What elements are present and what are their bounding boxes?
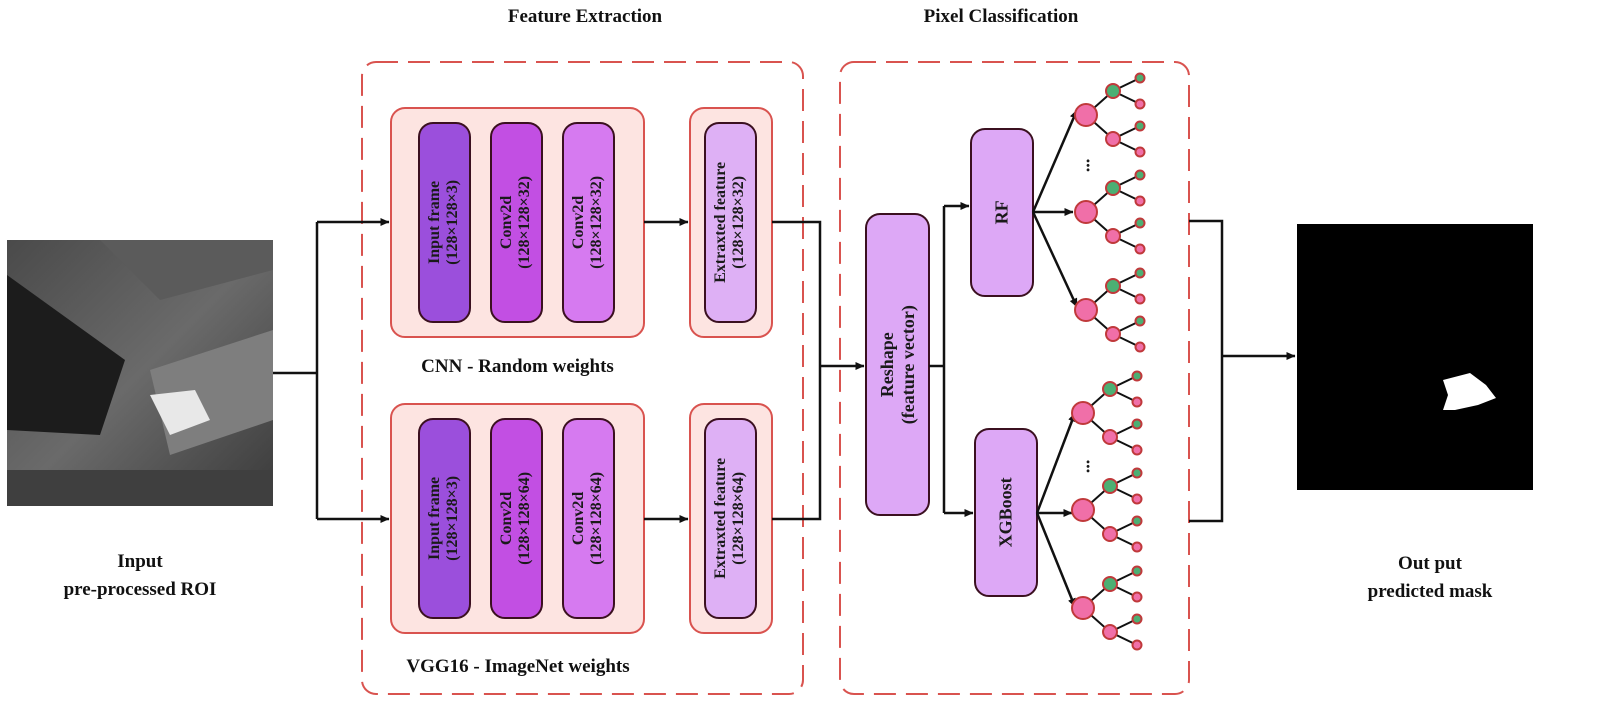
tree-split-node [1102,381,1118,397]
tree-root-node [1071,401,1095,425]
tree-leaf-node [1134,169,1146,181]
vgg-input-frame-label: Input frame(128×128×3) [426,476,462,561]
tree-root-node [1074,103,1098,127]
vgg-feature-box [704,418,757,619]
tree-leaf-node [1134,243,1146,255]
tree-split-node [1105,326,1121,342]
tree-root-node [1074,298,1098,322]
tree-leaf-node [1131,493,1143,505]
cnn-conv2d-2-box [562,122,615,323]
tree-root-node [1071,498,1095,522]
tree-leaf-node [1134,341,1146,353]
cnn-feature-label: Extraxted feature(128×128×32) [712,162,748,283]
reshape-box [865,213,930,516]
input-roi-image [7,240,273,506]
rf-ellipsis: ... [1073,158,1094,172]
tree-split-node [1102,478,1118,494]
xgboost-label: XGBoost [995,477,1016,548]
vgg-conv2d-1-box [490,418,543,619]
cnn-input-frame-label: Input frame(128×128×3) [426,180,462,265]
xgboost-ellipsis: ... [1073,459,1094,473]
reshape-label: Reshape(feature vector) [876,304,918,425]
pixel-classification-title: Pixel Classification [923,6,1079,27]
output-label-line1: Out put [1398,553,1462,574]
input-label-line2: pre-processed ROI [63,579,217,600]
decision-trees [1071,72,1146,651]
vgg-input-frame-box [418,418,471,619]
tree-split-node [1102,624,1118,640]
output-label-line2: predicted mask [1367,581,1493,602]
vgg-conv2d-1-label: Conv2d(128×128×64) [498,472,534,565]
tree-split-node [1105,180,1121,196]
tree-leaf-node [1134,146,1146,158]
feature-extraction-container [361,61,804,695]
output-mask-image [1297,224,1533,490]
tree-leaf-node [1131,565,1143,577]
tree-leaf-node [1131,444,1143,456]
vgg-conv2d-2-label: Conv2d(128×128×64) [570,472,606,565]
tree-leaf-node [1134,195,1146,207]
tree-split-node [1105,131,1121,147]
tree-split-node [1102,576,1118,592]
tree-split-node [1102,429,1118,445]
output-label: Out put predicted mask [1320,550,1540,606]
tree-split-node [1102,526,1118,542]
feature-extraction-title: Feature Extraction [507,6,663,27]
cnn-branch-caption: CNN - Random weights [421,356,614,377]
tree-leaf-node [1131,418,1143,430]
tree-leaf-node [1131,613,1143,625]
cnn-conv2d-2-label: Conv2d(128×128×32) [570,176,606,269]
tree-leaf-node [1131,639,1143,651]
tree-leaf-node [1134,315,1146,327]
input-label: Input pre-processed ROI [20,548,260,604]
tree-leaf-node [1131,370,1143,382]
tree-leaf-node [1131,591,1143,603]
tree-leaf-node [1134,293,1146,305]
input-label-line1: Input [117,551,163,572]
rf-label: RF [991,200,1012,225]
cnn-conv2d-1-box [490,122,543,323]
tree-root-node [1071,596,1095,620]
cnn-conv2d-1-label: Conv2d(128×128×32) [498,176,534,269]
tree-split-node [1105,278,1121,294]
tree-leaf-node [1134,217,1146,229]
tree-leaf-node [1131,396,1143,408]
tree-split-node [1105,228,1121,244]
vgg-feature-label: Extraxted feature(128×128×64) [712,458,748,579]
tree-leaf-node [1131,467,1143,479]
tree-leaf-node [1134,98,1146,110]
tree-leaf-node [1131,515,1143,527]
pixel-classification-container [839,61,1190,695]
tree-split-node [1105,83,1121,99]
tree-leaf-node [1131,541,1143,553]
tree-root-node [1074,200,1098,224]
vgg-branch-caption: VGG16 - ImageNet weights [406,656,630,677]
connector-lines [273,109,1296,608]
tree-leaf-node [1134,120,1146,132]
vgg-conv2d-2-box [562,418,615,619]
cnn-feature-box [704,122,757,323]
cnn-input-frame-box [418,122,471,323]
tree-leaf-node [1134,267,1146,279]
tree-leaf-node [1134,72,1146,84]
